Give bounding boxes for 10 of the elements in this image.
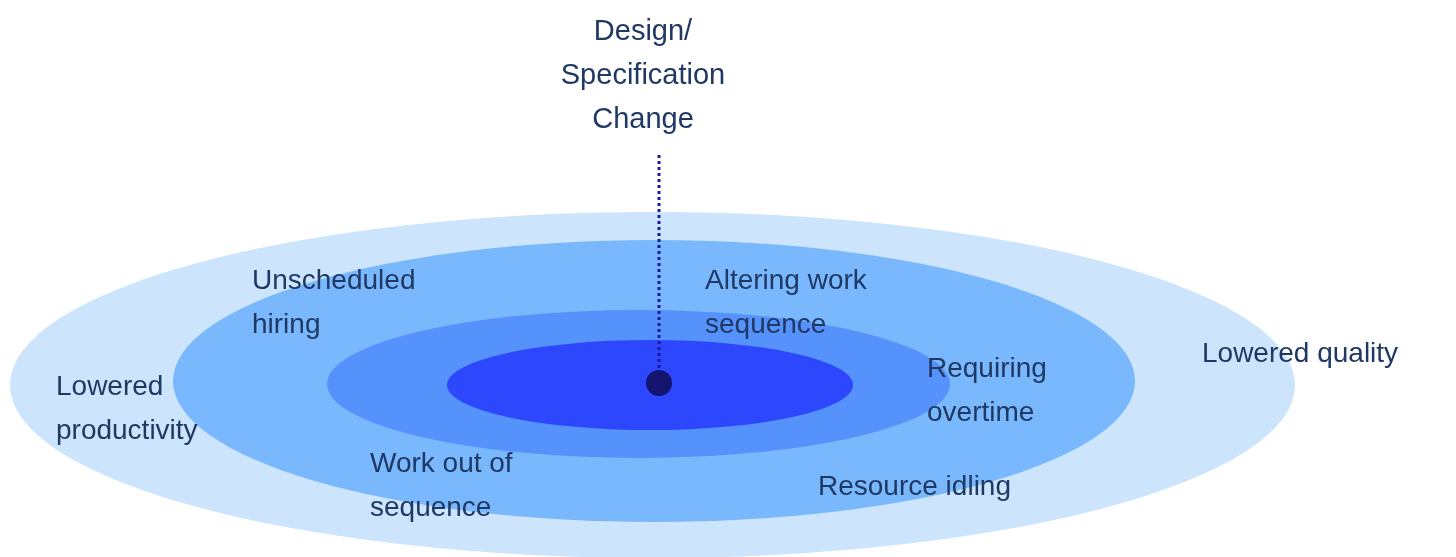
ring-label: Altering work sequence — [705, 263, 868, 341]
ring-label: Resource idling — [818, 469, 1012, 503]
ring-label: Requiring overtime — [927, 351, 1048, 429]
dotted-line — [657, 155, 661, 370]
center-dot — [646, 370, 672, 396]
node-label: Design/ Specification Change — [560, 14, 726, 134]
ring-label: Unscheduled hiring — [252, 263, 417, 341]
ring-label: Work out of sequence — [370, 446, 514, 524]
ring-label: Lowered productivity — [56, 369, 199, 447]
ring-label: Lowered quality — [1202, 336, 1400, 370]
